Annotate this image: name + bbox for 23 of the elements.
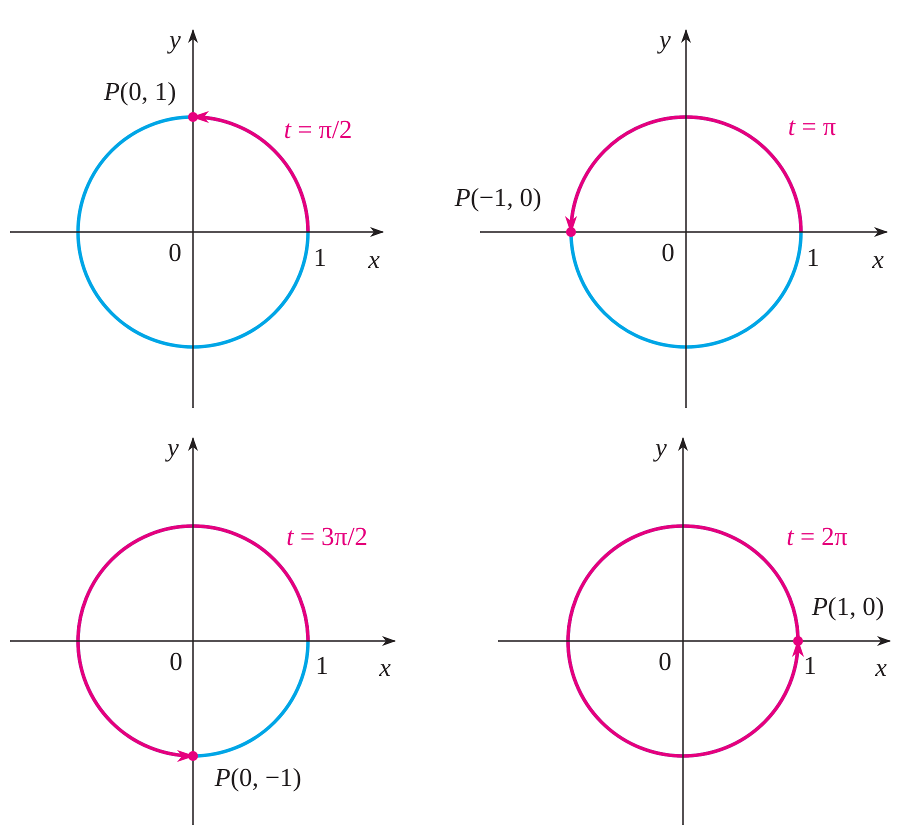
tick-label: 1 — [804, 653, 816, 679]
axis-label: x — [368, 247, 380, 273]
point-label: P(1, 0) — [812, 594, 884, 620]
tick-label: 1 — [314, 245, 326, 271]
parameter-label: t = 2π — [786, 524, 848, 550]
point-label: P(0, −1) — [214, 765, 302, 791]
parameter-label: t = π — [788, 114, 836, 140]
point-label: P(0, 1) — [104, 79, 176, 105]
axis-label: x — [379, 655, 391, 681]
axis-label: y — [659, 27, 671, 53]
parameter-label: t = π/2 — [284, 117, 352, 143]
axis-label: y — [167, 435, 179, 461]
tick-label: 0 — [168, 240, 182, 266]
axis-label: y — [169, 27, 181, 53]
parameter-label: t = 3π/2 — [286, 524, 368, 550]
tick-label: 1 — [316, 653, 328, 679]
tick-label: 1 — [806, 245, 820, 271]
point-label: P(−1, 0) — [454, 185, 542, 211]
axis-label: x — [872, 247, 884, 273]
axis-label: x — [875, 655, 887, 681]
tick-label: 0 — [662, 240, 674, 266]
axis-label: y — [655, 435, 667, 461]
tick-label: 0 — [658, 649, 672, 675]
